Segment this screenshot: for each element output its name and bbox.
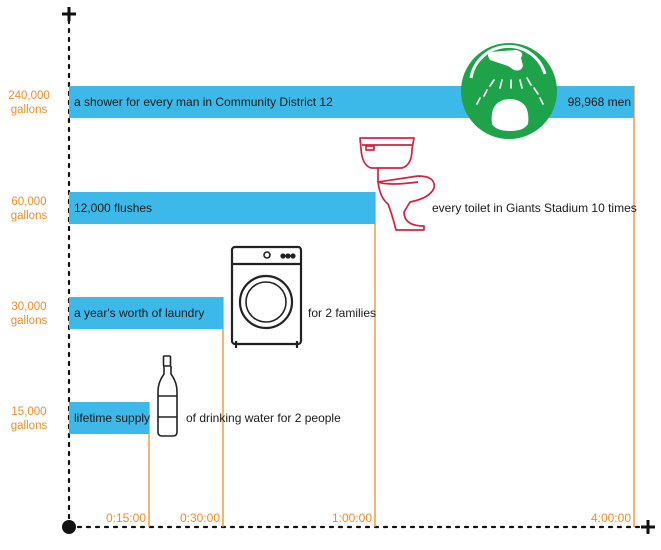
bar-note: every toilet in Giants Stadium 10 times bbox=[432, 201, 637, 215]
x-tick-label: 1:00:00 bbox=[332, 511, 372, 525]
bar-label: 12,000 flushes bbox=[74, 201, 152, 215]
x-tick-label: 4:00:00 bbox=[591, 511, 631, 525]
y-tick-unit: gallons bbox=[11, 315, 48, 327]
x-tick-label: 0:30:00 bbox=[180, 511, 220, 525]
bar-note: for 2 families bbox=[308, 306, 376, 320]
bar bbox=[69, 192, 375, 224]
toilet-icon bbox=[359, 137, 436, 231]
bar-note: 98,968 men bbox=[568, 95, 631, 109]
y-tick-unit: gallons bbox=[11, 104, 48, 116]
bar-label: lifetime supply bbox=[74, 411, 150, 425]
origin-dot bbox=[62, 520, 76, 534]
y-axis-plus-icon bbox=[62, 7, 76, 21]
y-tick-unit: gallons bbox=[11, 420, 48, 432]
bar bbox=[69, 297, 223, 329]
y-tick-label: 30,000 bbox=[11, 301, 46, 313]
washing-machine-icon bbox=[230, 245, 303, 348]
x-axis-plus-icon bbox=[641, 520, 655, 534]
bar-label: a year's worth of laundry bbox=[74, 306, 204, 320]
water-bottle-icon bbox=[157, 355, 178, 437]
bar-note: of drinking water for 2 people bbox=[186, 411, 341, 425]
bar-label: a shower for every man in Community Dist… bbox=[74, 95, 333, 109]
y-tick-label: 60,000 bbox=[11, 196, 46, 208]
shower-icon bbox=[461, 43, 557, 139]
y-tick-unit: gallons bbox=[11, 210, 48, 222]
bar bbox=[69, 402, 149, 434]
y-tick-label: 15,000 bbox=[11, 406, 46, 418]
y-tick-label: 240,000 bbox=[8, 90, 50, 102]
x-tick-label: 0:15:00 bbox=[106, 511, 146, 525]
